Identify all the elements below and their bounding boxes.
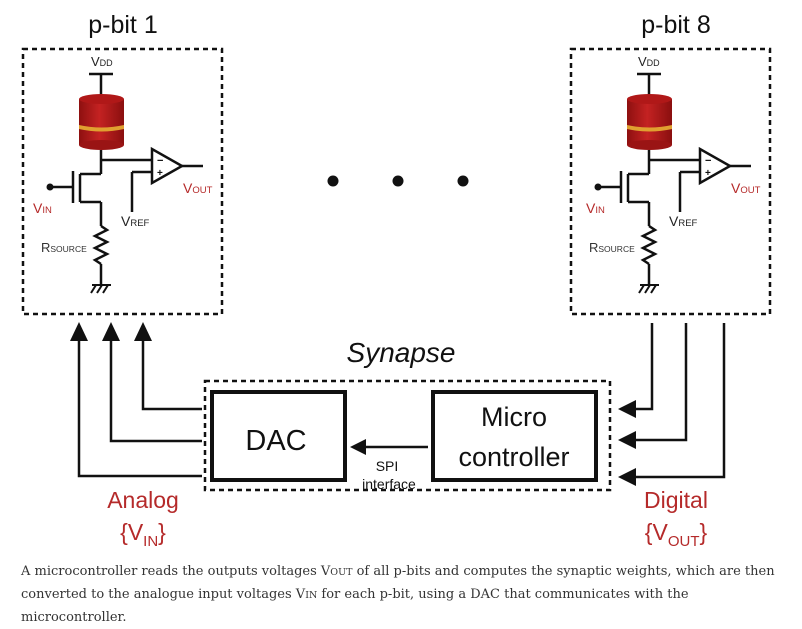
microcontroller-label-line2: controller <box>458 442 569 472</box>
vref-label: VREF <box>121 213 150 229</box>
caption-vin: V <box>295 587 306 602</box>
vout-label: VOUT <box>731 180 761 196</box>
caption-text: A microcontroller reads the outputs volt… <box>21 564 321 579</box>
comparator-plus: + <box>157 168 163 179</box>
vref-label: VREF <box>669 213 698 229</box>
microcontroller-label-line1: Micro <box>481 402 547 432</box>
rsource-label: RSOURCE <box>41 240 87 255</box>
caption-vin-sub: IN <box>305 590 318 601</box>
analog-label: Analog <box>107 487 179 513</box>
ellipsis-dot <box>392 175 404 187</box>
pbit-1: p-bit 1 VDD VIN VOUT VREF RSOURCE − + <box>21 11 224 316</box>
comparator-minus: − <box>157 155 163 167</box>
left-arrow-icon <box>618 400 636 418</box>
caption-text: of all p-bits and computes the synaptic … <box>21 564 775 602</box>
analog-arrow-heads <box>70 322 152 341</box>
dac-box <box>210 390 347 482</box>
pbit-boundary <box>569 47 772 316</box>
up-arrow-icon <box>70 322 88 341</box>
caption-vout-sub: OUT <box>330 567 353 578</box>
synapse-title: Synapse <box>347 337 456 368</box>
digital-vout-label: {VOUT} <box>645 519 708 550</box>
digital-label: Digital <box>644 487 708 513</box>
pbit-synapse-diagram: p-bit 1 VDD VIN VOUT VREF RSOURCE − + p-… <box>21 11 772 550</box>
figure-caption: A microcontroller reads the outputs volt… <box>21 561 791 629</box>
vin-label: VIN <box>586 200 605 216</box>
comparator-plus: + <box>705 168 711 179</box>
left-arrow-icon <box>618 431 636 449</box>
pbit-8: p-bit 8 VDD VIN VOUT VREF RSOURCE − + <box>569 11 772 316</box>
up-arrow-icon <box>134 322 152 341</box>
ellipsis-dot <box>327 175 339 187</box>
spi-arrow-head-icon <box>350 439 366 455</box>
rsource-label: RSOURCE <box>589 240 635 255</box>
synapse-block: Synapse DAC Micro controller SPI interfa… <box>203 337 612 492</box>
vin-label: VIN <box>33 200 52 216</box>
analog-vin-label: {VIN} <box>120 519 166 550</box>
comparator-minus: − <box>705 155 711 167</box>
left-arrow-icon <box>618 468 636 486</box>
pbit-title: p-bit 1 <box>88 11 157 39</box>
digital-arrow-heads <box>618 400 636 486</box>
pbit-title: p-bit 8 <box>641 11 710 39</box>
caption-vout: V <box>320 564 331 579</box>
vdd-label: VDD <box>91 54 113 69</box>
ellipsis-dot <box>457 175 469 187</box>
pbit-boundary <box>21 47 224 316</box>
microcontroller-box <box>431 390 598 482</box>
digital-lines <box>633 323 726 479</box>
analog-lines <box>77 338 202 478</box>
synapse-boundary <box>203 379 612 492</box>
spi-label-line1: SPI <box>376 458 399 474</box>
vout-label: VOUT <box>183 180 213 196</box>
vdd-label: VDD <box>638 54 660 69</box>
up-arrow-icon <box>102 322 120 341</box>
spi-label-line2: interface <box>362 476 416 492</box>
ellipsis-dots <box>327 175 469 187</box>
dac-label: DAC <box>245 425 306 457</box>
